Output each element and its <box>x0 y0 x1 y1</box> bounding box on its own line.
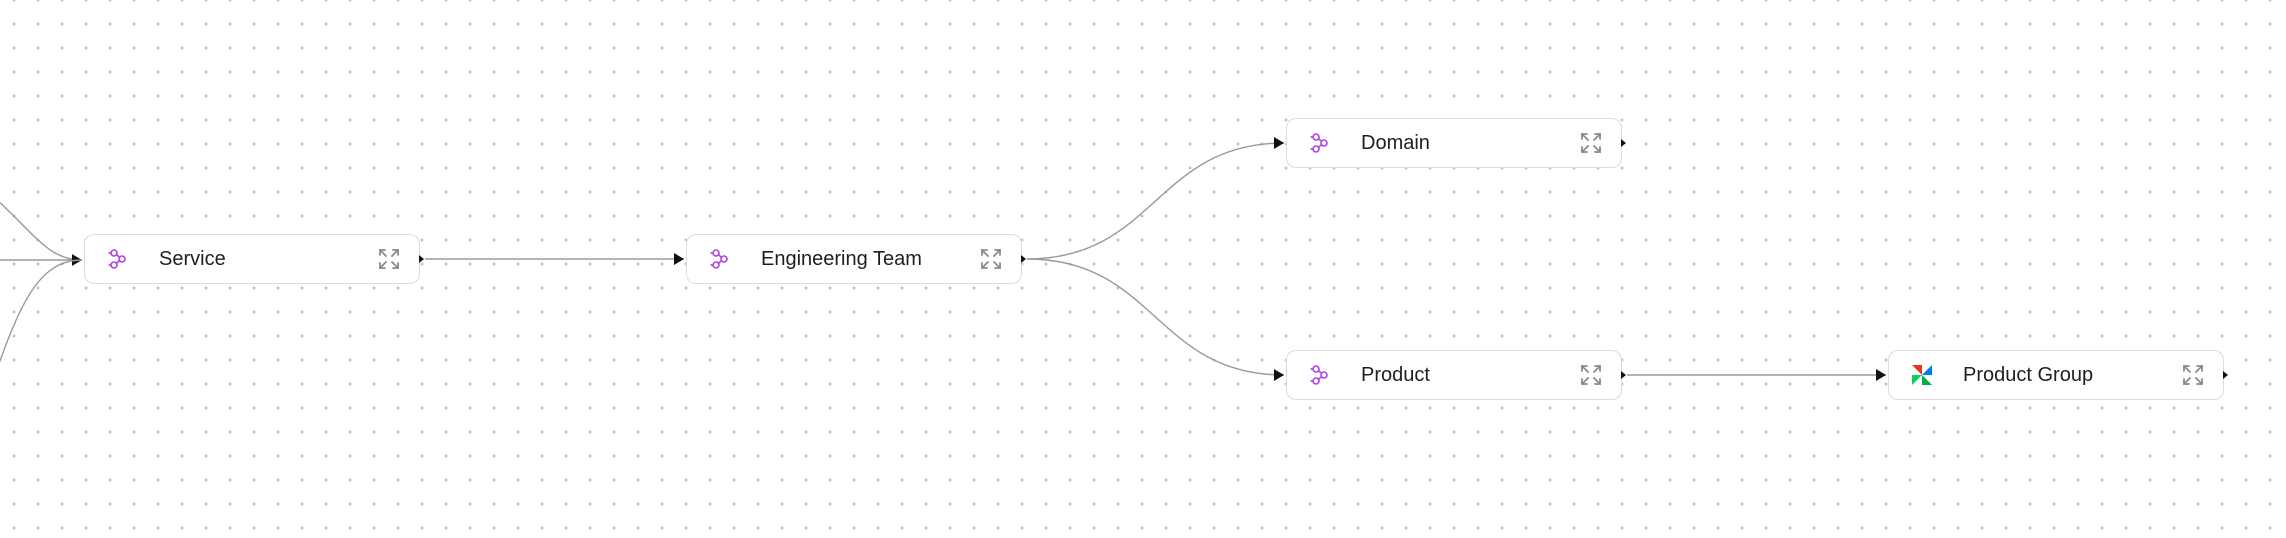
expand-icon[interactable] <box>2181 363 2205 387</box>
node-domain[interactable]: Domain <box>1286 118 1626 168</box>
expand-icon[interactable] <box>377 247 401 271</box>
node-label: Engineering Team <box>761 247 922 270</box>
edge-engineering-team-to-product <box>1026 258 1285 381</box>
entity-cluster-icon <box>105 246 131 272</box>
edge-incoming-bottom <box>0 259 83 364</box>
entity-cluster-icon <box>1307 362 1333 388</box>
expand-icon[interactable] <box>979 247 1003 271</box>
source-handle[interactable] <box>1621 371 1626 379</box>
source-handle[interactable] <box>1621 139 1626 147</box>
node-label: Service <box>159 247 226 270</box>
node-engineering-team[interactable]: Engineering Team <box>686 234 1026 284</box>
entity-cluster-icon <box>707 246 733 272</box>
source-handle[interactable] <box>2223 371 2228 379</box>
expand-icon[interactable] <box>1579 363 1603 387</box>
node-label: Product <box>1361 363 1430 386</box>
expand-icon[interactable] <box>1579 131 1603 155</box>
node-label: Product Group <box>1963 363 2094 386</box>
edge-incoming-top <box>0 201 83 261</box>
source-handle[interactable] <box>1021 255 1026 263</box>
pinwheel-logo-icon <box>1909 362 1935 388</box>
node-service[interactable]: Service <box>84 234 424 284</box>
edge-engineering-team-to-domain <box>1026 137 1285 260</box>
entity-cluster-icon <box>1307 130 1333 156</box>
source-handle[interactable] <box>419 255 424 263</box>
node-label: Domain <box>1361 131 1430 154</box>
node-product[interactable]: Product <box>1286 350 1626 400</box>
node-product-group[interactable]: Product Group <box>1888 350 2228 400</box>
